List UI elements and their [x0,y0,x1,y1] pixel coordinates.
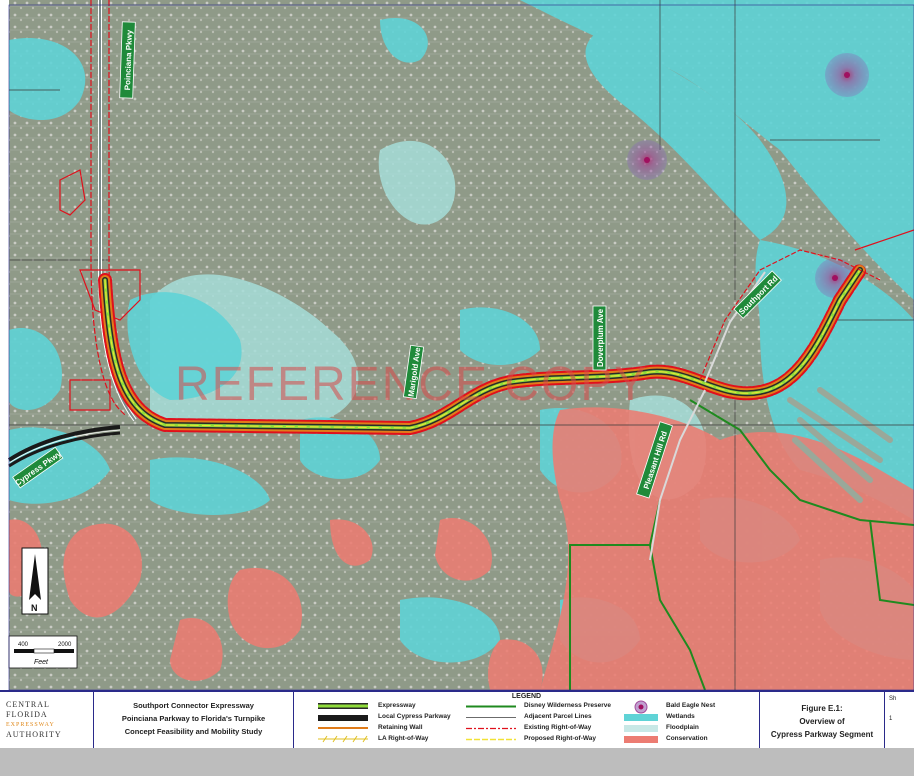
local-cypress-swatch [318,715,368,721]
study-line-2: Poinciana Parkway to Florida's Turnpike [121,714,266,723]
logo-line-1: CENTRAL [6,700,50,709]
legend-local-cypress: Local Cypress Parkway [378,713,451,720]
expressway-corridor [98,263,867,435]
logo-line-3: EXPRESSWAY [6,722,55,728]
left-margin [0,0,9,690]
legend: LEGEND Expressway Local Cypress Parkway … [294,692,760,748]
legend-expressway: Expressway [378,702,416,709]
bottom-bar [0,748,914,776]
legend-floodplain: Floodplain [666,724,699,731]
study-line-1: Southport Connector Expressway [133,701,254,710]
conservation-swatch [624,736,658,743]
floodplain-swatch [624,725,658,732]
road-label-poinciana[interactable]: Poinciana Pkwy [119,21,136,99]
svg-text:Poinciana Pkwy: Poinciana Pkwy [123,29,134,90]
svg-text:Doverplum Ave: Doverplum Ave [596,308,605,367]
legend-retaining-wall: Retaining Wall [378,724,423,731]
north-arrow: N [21,547,49,615]
map-canvas[interactable]: REFERENCE COPY Poinciana Pkwy Cypress Pk… [0,0,914,690]
legend-title: LEGEND [511,693,542,700]
scale-unit: Feet [34,659,49,666]
legend-eagle: Bald Eagle Nest [666,702,716,709]
figure-line-2: Overview of [799,717,845,726]
southport-road [699,229,914,383]
logo-line-4: AUTHORITY [6,730,62,739]
cypress-west [7,425,121,468]
study-line-3: Concept Feasibility and Mobility Study [124,727,263,736]
wetlands-swatch [624,714,658,721]
existing-row-swatch [466,727,516,730]
legend-la-row: LA Right-of-Way [378,735,429,742]
existing-row-parcels [59,169,141,411]
parcel-swatch [466,717,516,718]
retaining-wall-swatch [318,727,368,729]
la-row-swatch [318,735,368,743]
subdivision-roads [787,387,893,503]
figure-line-3: Cypress Parkway Segment [770,730,874,739]
legend-disney: Disney Wilderness Preserve [524,702,612,709]
road-label-marigold[interactable]: Marigold Ave [402,344,425,400]
proposed-row-swatch [466,738,516,741]
road-label-doverplum[interactable]: Doverplum Ave [592,305,607,371]
conservation-layer [9,407,914,690]
north-label: N [31,603,38,613]
legend-parcel: Adjacent Parcel Lines [524,713,592,720]
legend-existing-row: Existing Right-of-Way [524,724,592,731]
legend-wetlands: Wetlands [666,713,695,720]
disney-swatch [466,705,516,708]
title-block: CENTRAL FLORIDA EXPRESSWAY AUTHORITY Sou… [0,690,914,750]
scale-label-max: 2000 [58,642,72,648]
logo-line-2: FLORIDA [6,710,48,719]
preserve-boundary [569,399,914,690]
map-frame [8,4,914,690]
scale-bar: 400 2000 Feet [8,635,78,669]
pleasant-hill-road [649,389,706,561]
legend-conservation: Conservation [666,735,708,742]
legend-proposed-row: Proposed Right-of-Way [524,735,596,742]
eagle-swatch [634,700,648,714]
figure-title: Figure E.1: Overview of Cypress Parkway … [760,692,885,748]
cfx-logo: CENTRAL FLORIDA EXPRESSWAY AUTHORITY [0,692,94,748]
sheet-num: 1 [889,716,893,722]
study-title: Southport Connector Expressway Poinciana… [94,692,294,748]
figure-line-1: Figure E.1: [801,704,843,713]
scale-label-mid: 400 [18,642,29,648]
sheet-number: Sh 1 [885,692,914,748]
sheet-label: Sh [889,696,897,702]
expressway-swatch [318,703,368,709]
